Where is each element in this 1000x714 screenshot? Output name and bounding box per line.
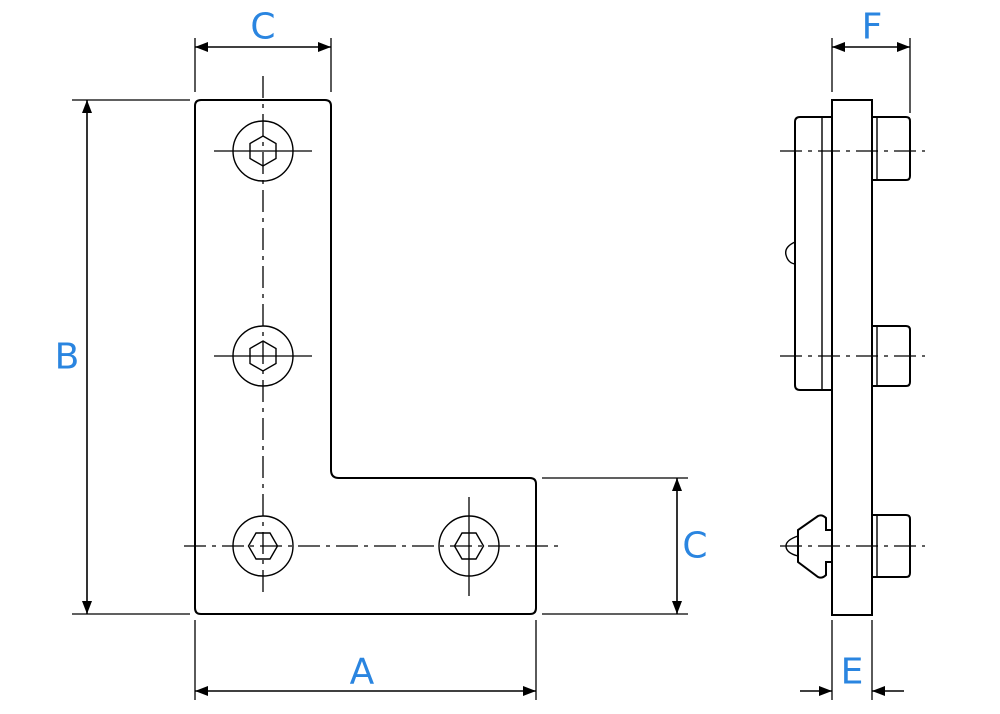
hex-socket-icon [453, 532, 485, 560]
label-f: F [862, 7, 883, 48]
dimension-b [72, 99, 190, 615]
label-e: E [841, 652, 864, 693]
hex-socket-icon [249, 135, 277, 167]
screw-hole-bottom-left [232, 515, 294, 577]
side-view [780, 99, 925, 616]
label-b: B [55, 337, 80, 378]
side-plate [831, 99, 873, 616]
label-c-right: C [682, 526, 707, 567]
screw-hole-middle [214, 325, 312, 387]
hex-socket-icon [247, 532, 279, 560]
dimension-e [800, 620, 904, 700]
front-view [184, 76, 560, 615]
dimension-c-right [542, 477, 688, 615]
dimension-c-top [194, 38, 332, 92]
l-plate-outline [194, 99, 537, 615]
screw-head-top [872, 116, 911, 181]
dimension-a [194, 620, 537, 700]
screw-hole-top [214, 120, 312, 182]
slot-nut-body [794, 116, 832, 391]
dimension-f [831, 38, 911, 113]
label-c-top: C [250, 7, 275, 48]
hex-socket-icon [249, 340, 277, 372]
label-a: A [350, 652, 375, 693]
screw-hole-bottom-right [438, 497, 500, 596]
